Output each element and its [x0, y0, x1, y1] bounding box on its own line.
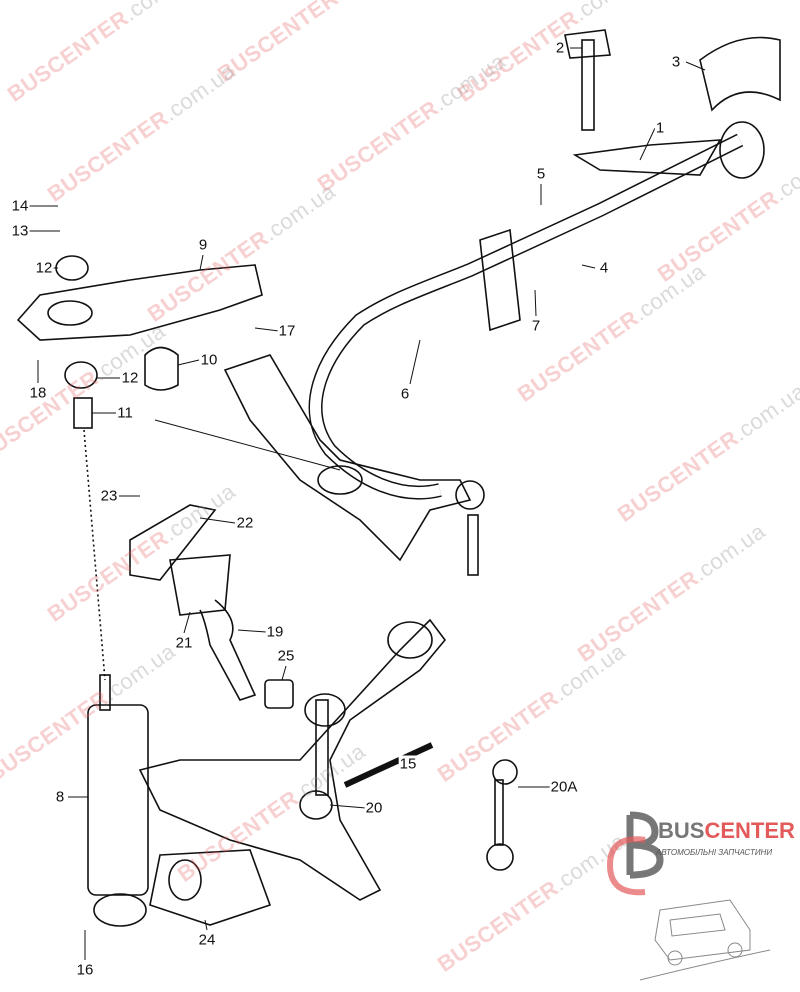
bolt-2 — [581, 39, 595, 131]
part-label: 14 — [10, 197, 30, 215]
bracket-1 — [572, 139, 722, 176]
bar-end-19 — [199, 599, 257, 701]
mount-12-top — [55, 255, 89, 281]
logo-brand: BUSCENTER — [658, 818, 795, 843]
part-label: 11 — [116, 404, 134, 422]
part-label: 1 — [654, 119, 666, 137]
part-label: 20 — [364, 799, 384, 817]
shock-rod — [99, 674, 111, 711]
part-label: 19 — [265, 623, 285, 641]
shock-eye — [93, 893, 147, 927]
part-label: 2 — [554, 39, 566, 57]
part-label: 22 — [235, 514, 255, 532]
bump-stop-10 — [144, 346, 179, 391]
bolt-15 — [343, 742, 434, 788]
part-label: 15 — [398, 755, 418, 773]
part-label: 25 — [276, 647, 296, 665]
ball-joint — [455, 480, 485, 510]
part-label: 12 — [120, 369, 140, 387]
part-label: 5 — [535, 165, 547, 183]
part-label: 18 — [28, 384, 48, 402]
logo-subtitle: АВТОМОБІЛЬНІ ЗАПЧАСТИНИ — [656, 848, 773, 857]
part-label: 7 — [530, 317, 542, 335]
link-rod — [315, 699, 329, 796]
logo-mark-icon — [606, 811, 771, 981]
shock-axis — [83, 429, 106, 681]
upper-arm — [223, 354, 472, 562]
part-label: 3 — [670, 53, 682, 71]
part-label: 17 — [277, 322, 297, 340]
buscenter-logo: BUSCENTER АВТОМОБІЛЬНІ ЗАПЧАСТИНИ — [600, 800, 800, 990]
part-label: 21 — [174, 634, 194, 652]
part-label: 13 — [10, 222, 30, 240]
part-label: 20A — [549, 778, 579, 796]
shock-body — [87, 704, 149, 896]
ball-joint-plate — [317, 465, 363, 495]
part-label: 23 — [99, 487, 119, 505]
sleeve-11 — [73, 397, 93, 429]
bar-end-bushing — [719, 121, 765, 179]
plate-24 — [149, 849, 272, 926]
link-plate — [479, 228, 521, 332]
spring-plate — [16, 264, 263, 341]
bushing-25 — [264, 679, 294, 709]
part-label: 9 — [197, 236, 209, 254]
ball-joint-stud — [467, 514, 479, 576]
nut-2-head — [564, 29, 611, 59]
stabilizer-bar — [308, 133, 744, 500]
part-label: 10 — [199, 351, 219, 369]
part-label: 12 — [34, 259, 54, 277]
part-label: 24 — [197, 931, 217, 949]
clamp-22 — [129, 504, 217, 581]
clamp-3 — [699, 36, 781, 112]
lower-arm — [138, 618, 447, 901]
part-label: 4 — [598, 259, 610, 277]
part-label: 16 — [75, 961, 95, 979]
mount-12-bottom — [64, 361, 98, 389]
part-label: 6 — [399, 385, 411, 403]
part-label: 8 — [54, 788, 66, 806]
